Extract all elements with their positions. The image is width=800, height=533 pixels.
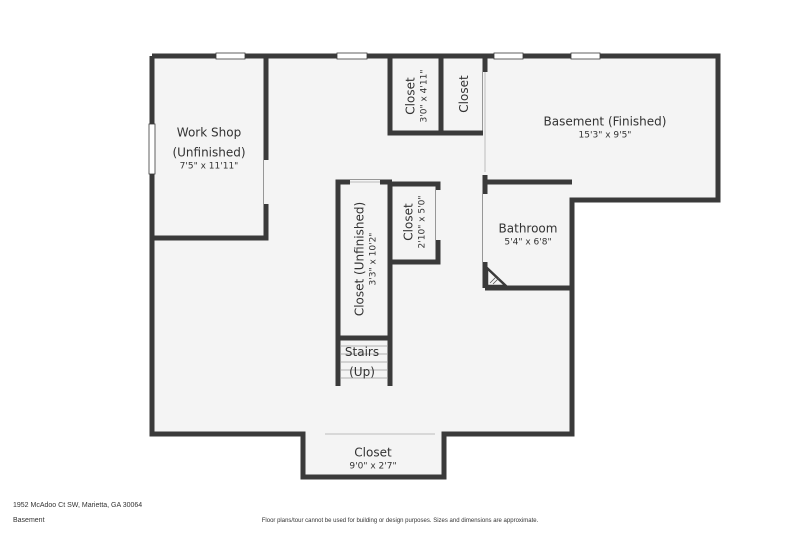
closet-top-left-wall <box>387 56 444 136</box>
closet-top-left-label: Closet 3'0" x 4'11" <box>399 70 430 123</box>
closet-top-right-name: Closet <box>457 75 471 113</box>
bathroom-label: Bathroom 5'4" x 6'8" <box>499 217 558 248</box>
closet-top-left-dims: 3'0" x 4'11" <box>419 69 430 123</box>
closet-unfinished-label: Closet (Unfinished) 3'3" x 10'2" <box>348 202 379 316</box>
basement-finished-dims: 15'3" x 9'5" <box>578 130 632 141</box>
closet-middle-dims: 2'10" x 5'0" <box>417 195 428 249</box>
closet-top-left-name: Closet <box>403 77 418 115</box>
workshop-dims: 7'5" x 11'11" <box>179 161 239 172</box>
bathroom-name: Bathroom <box>498 221 558 236</box>
basement-finished-label: Basement (Finished) 15'3" x 9'5" <box>544 110 667 141</box>
closet-unfinished-name: Closet (Unfinished) <box>352 201 367 317</box>
window <box>148 123 156 175</box>
stairs-label: Stairs (Up) <box>345 341 379 381</box>
door-opening <box>436 190 441 240</box>
floor-level: Basement <box>13 517 45 524</box>
property-address: 1952 McAdoo Ct SW, Marietta, GA 30064 <box>13 502 143 509</box>
closet-top-right-label: Closet <box>453 75 473 112</box>
bathroom-corner-fixture <box>485 265 510 288</box>
window <box>336 52 368 60</box>
closet-bottom-dims: 9'0" x 2'7" <box>349 461 397 472</box>
window <box>493 52 524 60</box>
closet-unfinished-dims: 3'3" x 10'2" <box>368 232 379 286</box>
disclaimer: Floor plans/tour cannot be used for buil… <box>261 518 539 524</box>
closet-middle-label: Closet 2'10" x 5'0" <box>397 196 428 249</box>
workshop-wall <box>152 56 269 241</box>
windows <box>148 52 601 175</box>
stairs-treads <box>340 345 388 379</box>
workshop-label: Work Shop (Unfinished) 7'5" x 11'11" <box>172 121 245 172</box>
door-opening <box>264 160 269 204</box>
door-opening <box>483 194 488 262</box>
outer-wall <box>149 53 721 480</box>
closet-bottom-name: Closet <box>354 445 392 460</box>
basement-finished-name: Basement (Finished) <box>543 114 667 129</box>
exterior-mask <box>573 202 723 442</box>
closet-middle-name: Closet <box>401 203 416 241</box>
closet-bottom-label: Closet 9'0" x 2'7" <box>349 441 396 472</box>
bathroom-dims: 5'4" x 6'8" <box>504 237 552 248</box>
workshop-name: Work Shop (Unfinished) <box>172 125 246 160</box>
window <box>570 52 601 60</box>
stairs-name: Stairs (Up) <box>344 345 380 379</box>
window <box>215 52 246 60</box>
door-lines <box>325 72 486 435</box>
